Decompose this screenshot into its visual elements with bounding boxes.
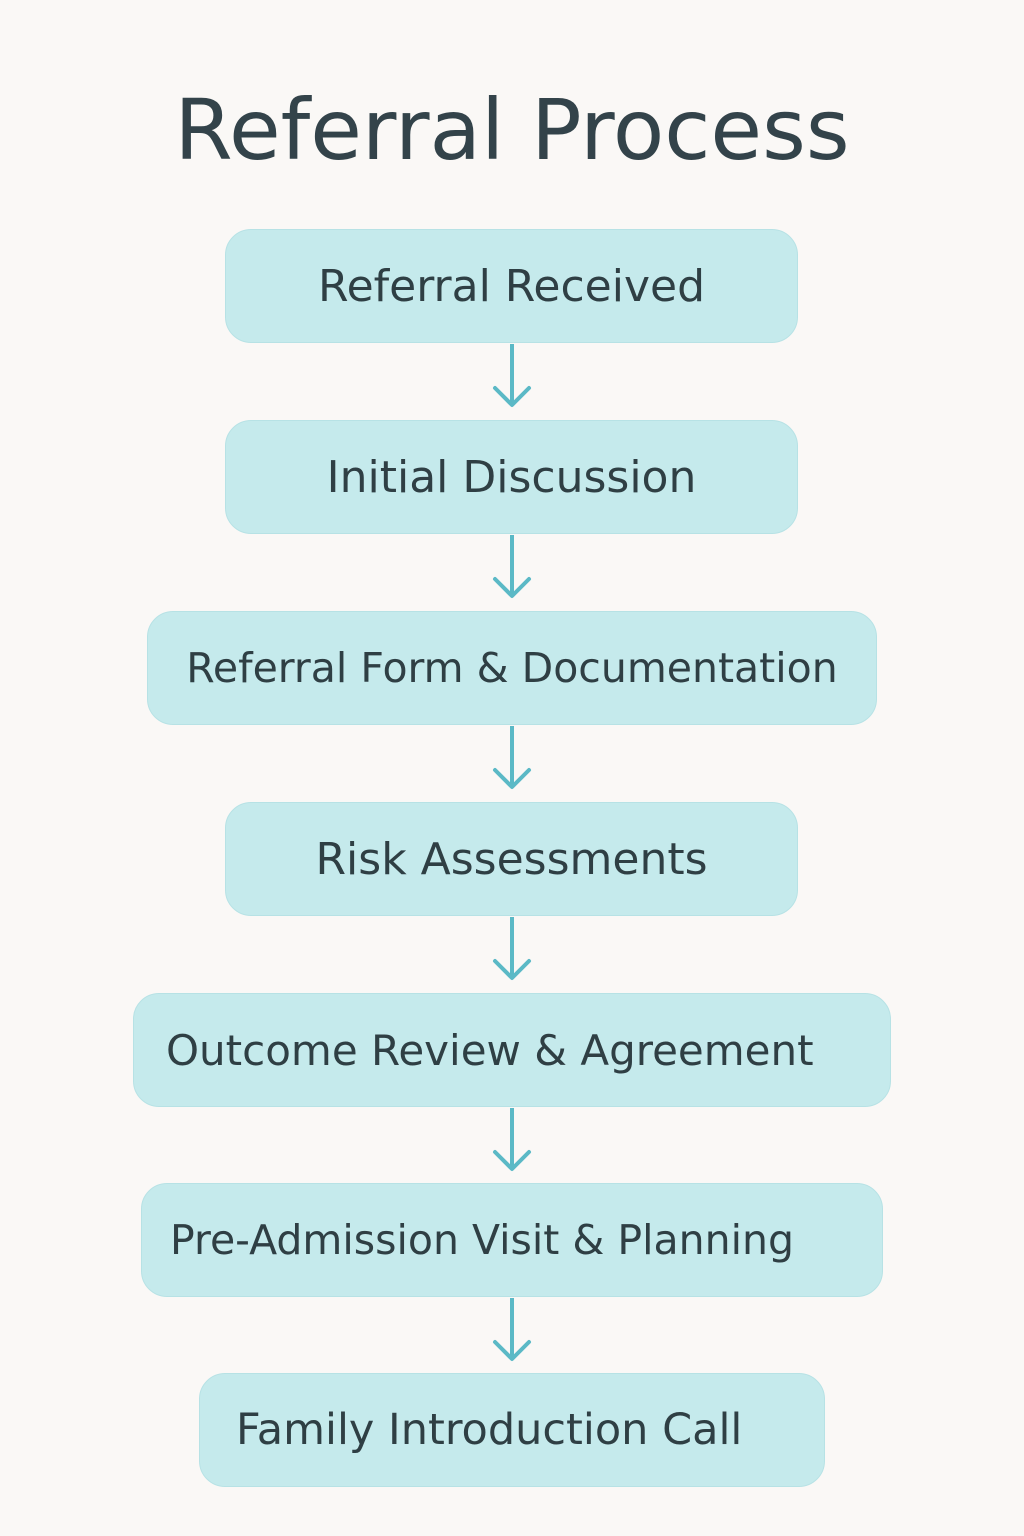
arrow-down-icon	[492, 1108, 532, 1174]
arrow-down-icon	[492, 726, 532, 792]
step-label: Initial Discussion	[326, 451, 697, 503]
arrow-down-icon	[492, 344, 532, 410]
arrow-down-icon	[492, 535, 532, 601]
step-label: Family Introduction Call	[236, 1405, 743, 1455]
step-label: Referral Received	[318, 260, 705, 312]
step-outcome-review-agreement: Outcome Review & Agreement	[133, 993, 891, 1107]
arrow-down-icon	[492, 1298, 532, 1364]
step-initial-discussion: Initial Discussion	[225, 420, 798, 534]
step-label: Pre-Admission Visit & Planning	[170, 1216, 794, 1264]
step-referral-received: Referral Received	[225, 229, 798, 343]
arrow-down-icon	[492, 917, 532, 983]
step-risk-assessments: Risk Assessments	[225, 802, 798, 916]
step-family-introduction-call: Family Introduction Call	[199, 1373, 825, 1487]
step-referral-form-documentation: Referral Form & Documentation	[147, 611, 877, 725]
step-label: Outcome Review & Agreement	[166, 1025, 814, 1075]
step-label: Referral Form & Documentation	[186, 644, 838, 692]
page-title: Referral Process	[174, 81, 850, 179]
step-pre-admission-visit-planning: Pre-Admission Visit & Planning	[141, 1183, 883, 1297]
step-label: Risk Assessments	[315, 833, 708, 885]
